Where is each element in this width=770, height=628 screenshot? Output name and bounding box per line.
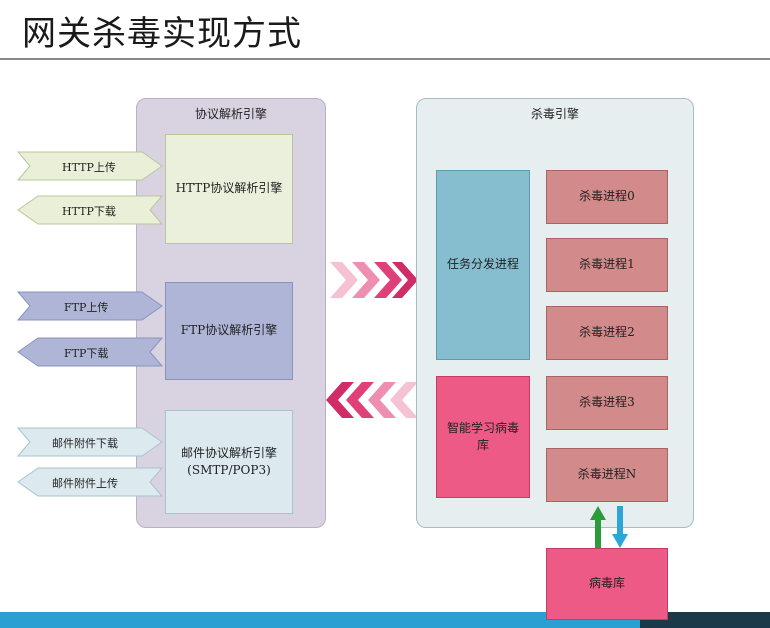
mail-upload-label: 邮件附件上传: [52, 477, 118, 490]
http-download-arrow: [17, 195, 164, 225]
forward-chevrons: [330, 262, 418, 298]
av-process-n: 杀毒进程N: [546, 448, 668, 502]
db-sync-arrows: [590, 506, 628, 548]
ftp-download-arrow: [17, 337, 164, 367]
av-process-3: 杀毒进程3: [546, 376, 668, 430]
ftp-upload-label: FTP上传: [64, 301, 109, 314]
av-process-2: 杀毒进程2: [546, 306, 668, 360]
av-process-label: 杀毒进程0: [579, 189, 635, 204]
av-process-0: 杀毒进程0: [546, 170, 668, 224]
page-title: 网关杀毒实现方式: [22, 14, 302, 54]
virus-db-box: 病毒库: [546, 548, 668, 620]
av-process-label: 杀毒进程1: [579, 257, 635, 272]
ftp-engine-label: FTP协议解析引擎: [180, 323, 278, 338]
mail-download-arrow: [16, 427, 163, 457]
mail-engine-protocols: (SMTP/POP3): [187, 463, 271, 477]
av-process-label: 杀毒进程N: [577, 467, 637, 482]
http-upload-arrow: [16, 151, 163, 181]
ftp-upload-arrow: [16, 291, 163, 321]
smart-learning-box: 智能学习病毒 库: [436, 376, 530, 498]
mail-download-label: 邮件附件下载: [52, 437, 118, 450]
up-arrow: [590, 506, 606, 548]
http-engine-label: HTTP协议解析引擎: [175, 181, 283, 196]
virus-db-label: 病毒库: [588, 576, 625, 591]
mail-upload-arrow: [17, 467, 164, 497]
av-engine-title: 杀毒引擎: [530, 107, 579, 121]
return-chevrons: [326, 382, 418, 418]
ftp-engine-box: FTP协议解析引擎: [165, 282, 293, 380]
task-dispatch-label: 任务分发进程: [446, 257, 519, 272]
down-arrow: [612, 506, 628, 548]
av-process-label: 杀毒进程2: [579, 325, 635, 340]
av-process-1: 杀毒进程1: [546, 238, 668, 292]
http-download-label: HTTP下载: [62, 205, 116, 218]
footer-bar-accent: [640, 612, 770, 628]
http-upload-label: HTTP上传: [62, 161, 116, 174]
traffic-arrows: [16, 151, 164, 497]
mail-engine-box: 邮件协议解析引擎 (SMTP/POP3): [165, 410, 293, 514]
http-engine-box: HTTP协议解析引擎: [165, 134, 293, 244]
av-process-label: 杀毒进程3: [579, 395, 635, 410]
protocol-engine-title: 协议解析引擎: [194, 107, 267, 121]
smart-learning-label: 智能学习病毒: [446, 420, 519, 435]
title-divider: [0, 58, 770, 60]
ftp-download-label: FTP下载: [64, 347, 109, 360]
smart-learning-label-cont: 库: [476, 438, 489, 452]
mail-engine-label: 邮件协议解析引擎: [180, 445, 277, 460]
task-dispatch-box: 任务分发进程: [436, 170, 530, 360]
